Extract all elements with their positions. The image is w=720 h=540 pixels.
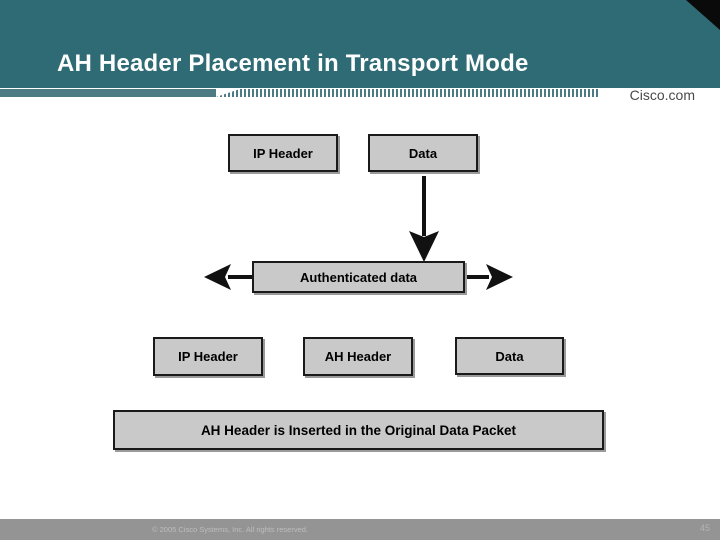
corner-accent-icon bbox=[686, 0, 720, 30]
box-label: AH Header bbox=[324, 349, 392, 364]
down-arrow-head-icon bbox=[409, 231, 439, 262]
title-banner: AH Header Placement in Transport Mode bbox=[0, 0, 720, 88]
copyright-text: © 2005 Cisco Systems, Inc. All rights re… bbox=[152, 525, 309, 534]
right-arrow-head-icon bbox=[486, 264, 513, 290]
box-bottom-ip-header: IP Header bbox=[153, 337, 263, 376]
slide-title: AH Header Placement in Transport Mode bbox=[57, 50, 529, 77]
box-label: Data bbox=[408, 145, 438, 161]
box-label: Authenticated data bbox=[299, 269, 417, 285]
box-bottom-data: Data bbox=[455, 337, 564, 375]
box-top-ip-header: IP Header bbox=[228, 134, 338, 172]
box-label: IP Header bbox=[178, 349, 238, 364]
box-top-data: Data bbox=[368, 134, 478, 172]
left-arrow-head-icon bbox=[204, 264, 231, 290]
ticker-bar bbox=[0, 89, 216, 97]
ticker-stripes-icon bbox=[216, 89, 598, 97]
caption-box: AH Header is Inserted in the Original Da… bbox=[113, 410, 604, 450]
page-number: 45 bbox=[699, 523, 710, 533]
box-authenticated-data: Authenticated data bbox=[252, 261, 465, 293]
box-bottom-ah-header: AH Header bbox=[303, 337, 413, 376]
box-label: IP Header bbox=[253, 145, 313, 161]
footer-bar bbox=[0, 519, 720, 540]
caption-text: AH Header is Inserted in the Original Da… bbox=[200, 422, 517, 438]
box-label: Data bbox=[495, 348, 524, 364]
brand-text: Cisco.com bbox=[629, 87, 695, 103]
